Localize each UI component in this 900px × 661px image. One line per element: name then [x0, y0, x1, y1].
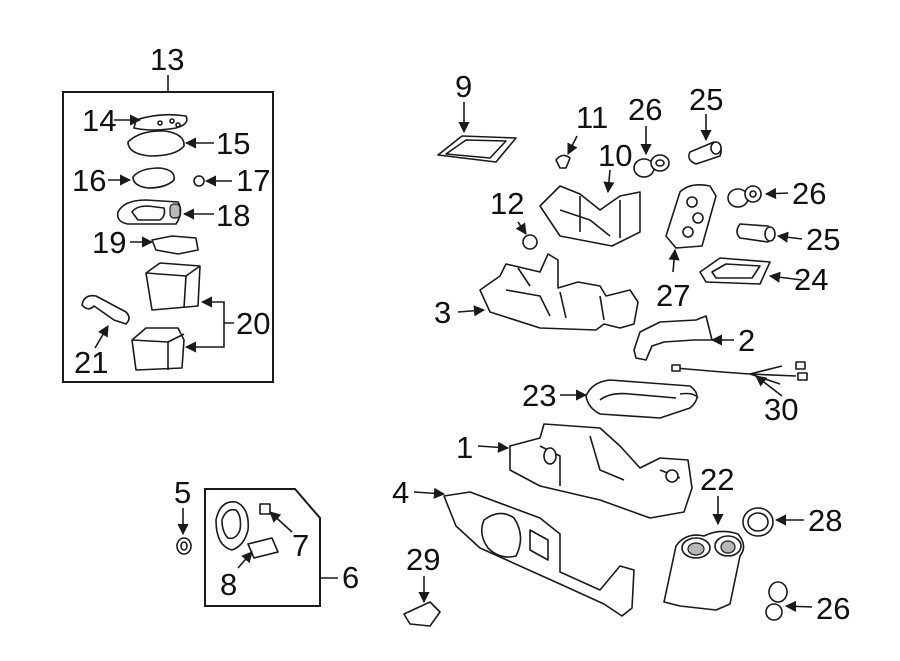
callout-labels: 13 14 15 16 17 18 19 20 21 9 11 10 12 26…	[72, 42, 850, 626]
part-4-lower-panel[interactable]	[443, 491, 635, 617]
callout-9: 9	[455, 69, 472, 104]
part-25-tube-top[interactable]	[688, 141, 722, 165]
callout-16: 16	[72, 163, 106, 198]
part-2-bracket[interactable]	[633, 315, 713, 361]
part-19-bracket[interactable]	[151, 235, 199, 255]
part-20-upper-bin[interactable]	[145, 262, 201, 311]
part-30-harness[interactable]	[671, 361, 808, 385]
part-10-support[interactable]	[539, 185, 641, 247]
part-24-trim-ring[interactable]	[699, 257, 771, 285]
callout-29: 29	[406, 542, 440, 577]
part-3-base-frame[interactable]	[479, 253, 639, 331]
callout-10: 10	[598, 138, 632, 173]
callout-14: 14	[82, 103, 116, 138]
part-12-plug[interactable]	[522, 234, 538, 250]
callout-24: 24	[794, 262, 828, 297]
part-22-cup-holder[interactable]	[663, 530, 745, 611]
callout-20: 20	[236, 306, 270, 341]
part-1-console-body[interactable]	[509, 423, 693, 519]
part-25-tube-right[interactable]	[736, 223, 776, 243]
callout-28: 28	[808, 503, 842, 538]
callout-30: 30	[764, 392, 798, 427]
part-5-grommet[interactable]	[176, 537, 192, 555]
callout-25-right: 25	[806, 222, 840, 257]
callout-26-bottom: 26	[816, 591, 850, 626]
part-17-button[interactable]	[193, 175, 205, 187]
part-21-handle[interactable]	[81, 294, 130, 325]
callout-4: 4	[392, 475, 409, 510]
callout-21: 21	[74, 345, 108, 380]
part-6-bezel[interactable]	[215, 501, 250, 551]
part-27-panel[interactable]	[665, 184, 717, 249]
callout-25-top: 25	[689, 82, 723, 117]
callout-11: 11	[576, 100, 608, 135]
callout-12: 12	[490, 186, 524, 221]
part-29-clip[interactable]	[403, 601, 441, 627]
part-11-push-pin[interactable]	[555, 154, 571, 169]
callout-26-top: 26	[628, 92, 662, 127]
part-28-ring[interactable]	[742, 507, 774, 537]
part-26-grommet-right[interactable]	[727, 185, 762, 208]
part-8-label[interactable]	[247, 537, 279, 559]
callout-26-right: 26	[792, 176, 826, 211]
part-26-grommet-top[interactable]	[633, 154, 670, 178]
part-7-clip[interactable]	[259, 503, 271, 515]
part-20-lower-bin[interactable]	[131, 327, 185, 371]
callout-27: 27	[656, 278, 690, 313]
callout-7: 7	[292, 528, 309, 563]
callout-22: 22	[700, 462, 734, 497]
callout-19: 19	[92, 225, 126, 260]
part-9-plate[interactable]	[437, 135, 517, 163]
callout-18: 18	[216, 198, 250, 233]
callout-2: 2	[738, 323, 755, 358]
callout-15: 15	[216, 126, 250, 161]
part-16-small-lid[interactable]	[132, 167, 176, 189]
callout-13: 13	[150, 42, 184, 77]
callout-23: 23	[522, 378, 556, 413]
callout-6: 6	[342, 560, 359, 595]
part-14-cover-plate[interactable]	[133, 113, 188, 131]
kit-box-6	[204, 488, 321, 607]
callout-3: 3	[434, 295, 451, 330]
part-18-tray[interactable]	[116, 199, 182, 225]
callout-8: 8	[220, 567, 237, 602]
kit-box-13	[62, 75, 274, 383]
callout-17: 17	[236, 163, 270, 198]
callout-1: 1	[456, 430, 473, 465]
part-15-lid[interactable]	[127, 130, 185, 157]
leader-arrows	[94, 102, 813, 612]
part-26-grommet-bottom[interactable]	[765, 581, 788, 621]
callout-5: 5	[174, 475, 191, 510]
part-23-arm-pad[interactable]	[585, 379, 699, 419]
